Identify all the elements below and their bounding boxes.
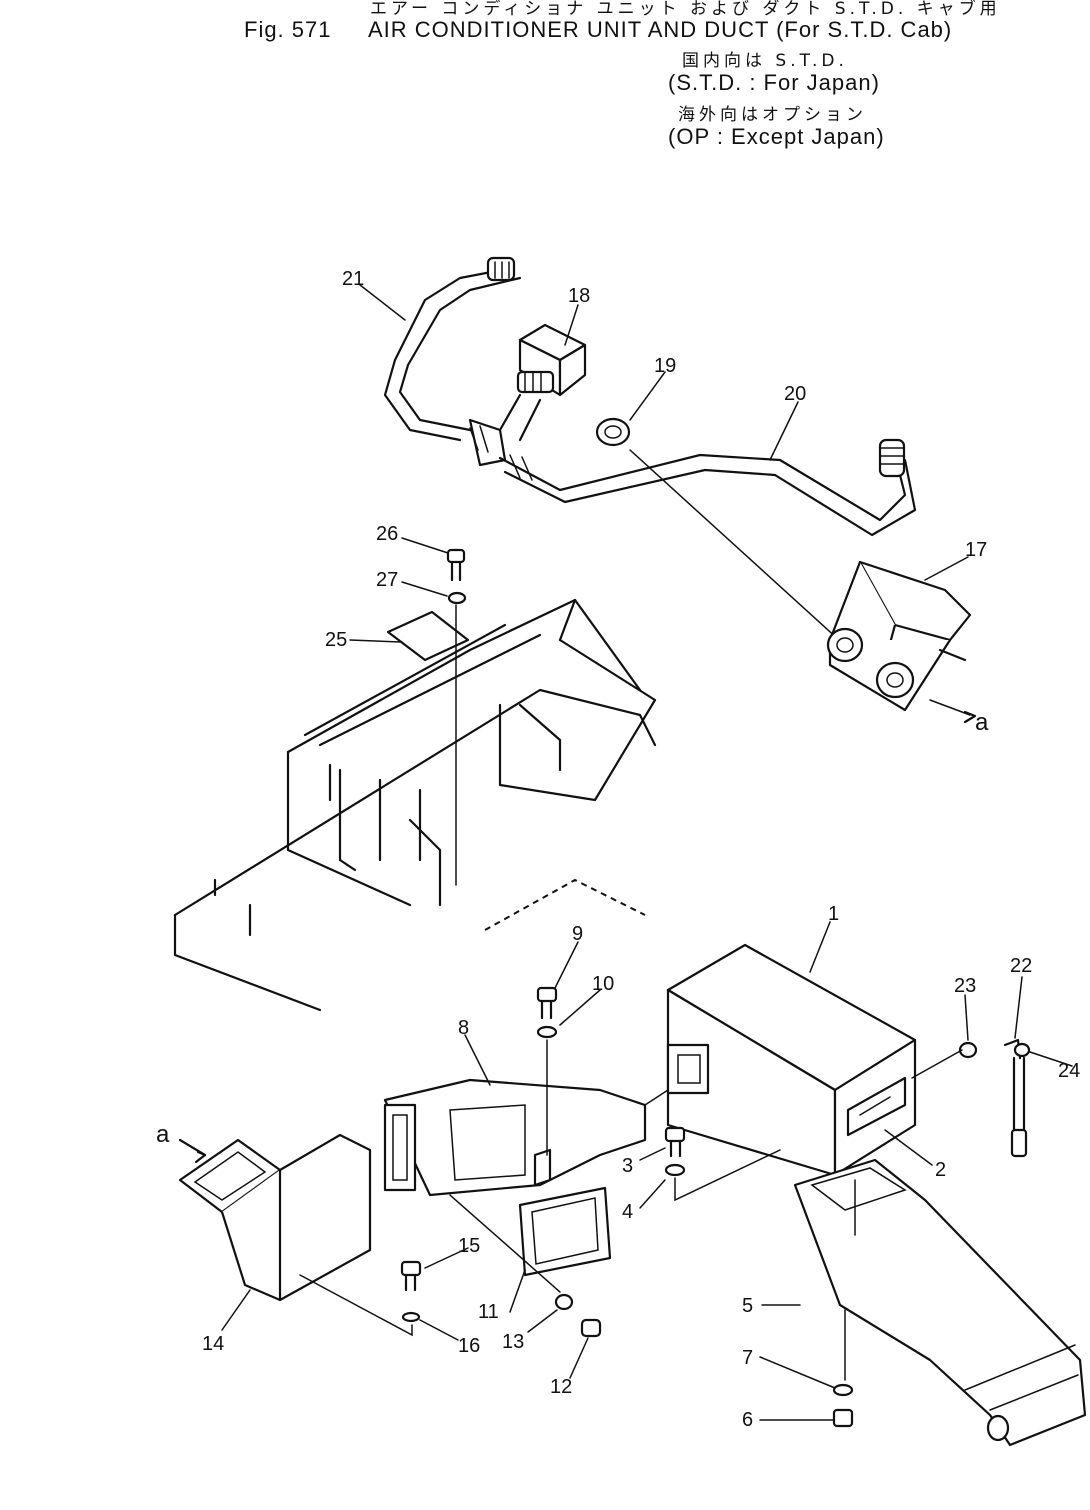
figure-number: Fig. 571 xyxy=(244,17,332,42)
japanese-title: エアー コンディショナ ユニット および ダクト S.T.D. キャブ用 xyxy=(370,0,1001,19)
japanese-op-note: 海外向はオプション xyxy=(678,105,867,125)
callout-9: 9 xyxy=(572,923,583,945)
part-14-corner-duct xyxy=(178,1133,372,1302)
part-20-hose xyxy=(498,438,917,537)
leader-lines xyxy=(221,284,1073,1421)
part-18-valve xyxy=(498,323,587,442)
callout-20: 20 xyxy=(784,383,806,405)
part-25-27-plate-bolt xyxy=(386,548,470,886)
callout-3: 3 xyxy=(622,1155,633,1177)
part-5-floor-duct xyxy=(793,1158,1087,1447)
callout-17: 17 xyxy=(965,539,987,561)
callout-21: 21 xyxy=(342,268,364,290)
callout-10: 10 xyxy=(592,973,614,995)
callout-18: 18 xyxy=(568,285,590,307)
part-1-ac-unit xyxy=(666,943,917,1177)
marker-a-left: a xyxy=(156,1121,170,1148)
part-8-duct xyxy=(383,1078,647,1197)
callout-labels: 21 18 19 20 17 26 27 25 9 10 1 8 2 3 4 2… xyxy=(156,268,1080,1431)
callout-27: 27 xyxy=(376,569,398,591)
japanese-std-note: 国内向は S.T.D. xyxy=(682,51,848,71)
callout-12: 12 xyxy=(550,1376,572,1398)
callout-2: 2 xyxy=(935,1159,946,1181)
callout-5: 5 xyxy=(742,1295,753,1317)
callout-11: 11 xyxy=(478,1301,499,1323)
callout-24: 24 xyxy=(1058,1060,1080,1082)
fasteners xyxy=(299,986,1031,1428)
callout-1: 1 xyxy=(828,903,839,925)
callout-14: 14 xyxy=(202,1333,224,1355)
part-17-housing xyxy=(826,560,977,724)
callout-13: 13 xyxy=(502,1331,524,1353)
callout-4: 4 xyxy=(622,1201,633,1223)
callout-16: 16 xyxy=(458,1335,480,1357)
part-11-gasket xyxy=(518,1186,612,1277)
callout-25: 25 xyxy=(325,629,347,651)
figure-title: AIR CONDITIONER UNIT AND DUCT (For S.T.D… xyxy=(368,17,953,42)
std-note: (S.T.D. : For Japan) xyxy=(668,70,880,95)
cab-floor-outline xyxy=(173,598,657,1012)
callout-19: 19 xyxy=(654,355,676,377)
part-19-clamp xyxy=(595,417,851,651)
callout-6: 6 xyxy=(742,1409,753,1431)
part-21-hose xyxy=(383,256,522,467)
callout-7: 7 xyxy=(742,1347,753,1369)
callout-8: 8 xyxy=(458,1017,469,1039)
op-note: (OP : Except Japan) xyxy=(668,124,885,149)
marker-a-right: a xyxy=(975,709,989,736)
callout-26: 26 xyxy=(376,523,398,545)
callout-15: 15 xyxy=(458,1235,480,1257)
callout-23: 23 xyxy=(954,975,976,997)
callout-22: 22 xyxy=(1010,955,1032,977)
